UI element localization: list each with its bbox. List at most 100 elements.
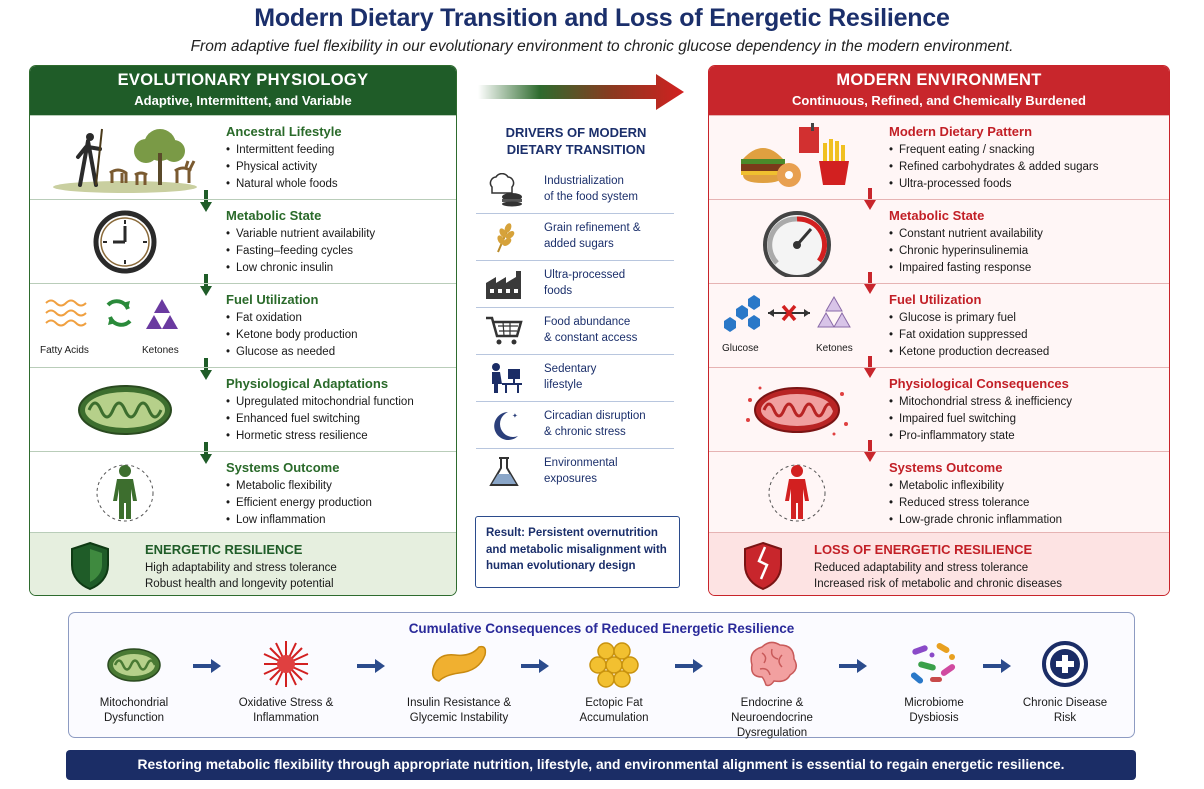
left-row-bullet: Hormetic stress resilience [226, 428, 414, 445]
down-arrow-icon [200, 274, 212, 296]
mitochondrion-icon [30, 368, 220, 451]
right-arrow-icon [193, 659, 221, 673]
shield-icon [71, 541, 109, 591]
consequence-label: Neuroendocrine [731, 712, 813, 724]
right-row-systems-outcome: Systems Outcome Metabolic inflexibility … [709, 451, 1169, 532]
fatty-acids-label: Fatty Acids [40, 345, 89, 356]
driver-label: Food abundance [544, 316, 631, 328]
cumulative-title: Cumulative Consequences of Reduced Energ… [408, 621, 795, 636]
right-row-bullet: Reduced stress tolerance [889, 495, 1062, 512]
right-row-bullet: Chronic hyperinsulinemia [889, 243, 1043, 260]
left-row-bullet: Ketone body production [226, 327, 357, 344]
medical-cross-icon [1042, 641, 1088, 687]
left-row-title: Physiological Adaptations [226, 376, 389, 391]
driver-label: Industrialization [544, 175, 624, 187]
consequence-label: Ectopic Fat [585, 697, 643, 709]
driver-item: Grain refinement &added sugars [476, 214, 674, 261]
resilience-title: ENERGETIC RESILIENCE [145, 542, 303, 557]
right-row-fuel-utilization: Glucose Ketones Fuel Utilization Glucose… [709, 283, 1169, 378]
right-row-bullet: Glucose is primary fuel [889, 310, 1049, 327]
right-row-bullet: Pro-inflammatory state [889, 428, 1072, 445]
modern-subheading: Continuous, Refined, and Chemically Burd… [792, 93, 1086, 108]
fatty-acids-ketones-icon: Fatty Acids Ketones [30, 284, 220, 367]
driver-item: Environmental exposures [476, 449, 674, 496]
driver-label: lifestyle [544, 379, 583, 391]
right-row-bullet: Constant nutrient availability [889, 226, 1043, 243]
gauge-icon [709, 200, 884, 283]
pancreas-icon [431, 645, 487, 682]
transition-arrow-icon [478, 74, 684, 110]
consequence-label: Accumulation [579, 712, 649, 724]
ketones-label: Ketones [816, 343, 853, 354]
left-row-title: Metabolic State [226, 208, 322, 223]
right-arrow-icon [357, 659, 385, 673]
wheat-icon [497, 223, 515, 253]
right-row-metabolic-state: Metabolic State Constant nutrient availa… [709, 199, 1169, 294]
driver-item: Sedentary lifestyle [476, 355, 674, 402]
svg-text:✦: ✦ [512, 412, 518, 420]
consequence-label: Inflammation [253, 712, 319, 724]
right-row-bullet: Impaired fuel switching [889, 411, 1072, 428]
driver-label: Circadian disruption [544, 410, 646, 422]
consequence-label: Dysregulation [736, 727, 808, 739]
left-row-metabolic-state: Metabolic State Variable nutrient availa… [30, 199, 456, 296]
left-row-systems-outcome: Systems Outcome Metabolic flexibility Ef… [30, 451, 456, 532]
footer-banner: Restoring metabolic flexibility through … [66, 750, 1136, 780]
left-row-bullet: Efficient energy production [226, 495, 372, 512]
left-row-bullet: Natural whole foods [226, 176, 342, 193]
evolutionary-subheading: Adaptive, Intermittent, and Variable [134, 93, 352, 108]
driver-label: exposures [544, 473, 598, 485]
right-row-bullet: Ultra-processed foods [889, 176, 1098, 193]
consequence-label: Chronic Disease [1022, 697, 1108, 709]
left-row-ancestral-lifestyle: Ancestral Lifestyle Intermittent feeding… [30, 115, 456, 212]
resilience-title: LOSS OF ENERGETIC RESILIENCE [814, 542, 1033, 557]
driver-label: & chronic stress [544, 426, 626, 438]
consequence-item: Insulin Resistance &Glycemic Instability [389, 639, 529, 726]
resilience-line: Increased risk of metabolic and chronic … [814, 578, 1063, 590]
bacteria-icon [910, 643, 956, 684]
left-row-physiological-adaptations: Physiological Adaptations Upregulated mi… [30, 367, 456, 464]
right-row-physiological-consequences: Physiological Consequences Mitochondrial… [709, 367, 1169, 462]
left-row-bullet: Variable nutrient availability [226, 226, 375, 243]
hunter-deer-icon [30, 116, 220, 199]
driver-item: ✦ Circadian disruption & chronic stress [476, 402, 674, 449]
left-row-bullet: Fat oxidation [226, 310, 357, 327]
left-row-title: Fuel Utilization [226, 292, 319, 307]
driver-label: Grain refinement & [544, 222, 641, 234]
consequence-label: Dysbiosis [909, 712, 959, 724]
page-title: Modern Dietary Transition and Loss of En… [254, 4, 950, 32]
desk-worker-icon [492, 363, 522, 393]
driver-label: Environmental [544, 457, 618, 469]
consequence-label: Glycemic Instability [409, 712, 509, 724]
consequence-label: Mitochondrial [99, 697, 169, 709]
left-row-bullet: Enhanced fuel switching [226, 411, 414, 428]
driver-label: Ultra-processed [544, 269, 626, 281]
right-arrow-icon [521, 659, 549, 673]
left-row-bullet: Low inflammation [226, 512, 372, 529]
consequence-label: Risk [1053, 712, 1077, 724]
moon-icon: ✦ [494, 412, 518, 440]
shopping-cart-icon [486, 316, 523, 345]
driver-item: Food abundance& constant access [476, 308, 674, 355]
healthy-body-icon [30, 452, 220, 532]
right-row-title: Metabolic State [889, 208, 985, 223]
damaged-mitochondrion-icon [709, 368, 884, 451]
clock-icon [30, 200, 220, 283]
drivers-title: DRIVERS OF MODERN DIETARY TRANSITION [505, 125, 647, 157]
driver-label: Sedentary [544, 363, 597, 375]
left-row-bullet: Physical activity [226, 159, 342, 176]
glucose-ketones-icon: Glucose Ketones [709, 284, 884, 367]
mitochondrion-icon [107, 648, 161, 682]
brain-icon [750, 641, 797, 687]
down-arrow-icon [200, 190, 212, 212]
consequence-label: Oxidative Stress & [238, 697, 334, 709]
left-row-title: Systems Outcome [226, 460, 340, 475]
fat-cells-icon [589, 642, 639, 688]
cumulative-consequences-box: Cumulative Consequences of Reduced Energ… [68, 612, 1135, 739]
fast-food-icon [709, 116, 884, 199]
evolutionary-panel: EVOLUTIONARY PHYSIOLOGY Adaptive, Interm… [29, 65, 457, 596]
consequence-label: Microbiome [904, 697, 964, 709]
